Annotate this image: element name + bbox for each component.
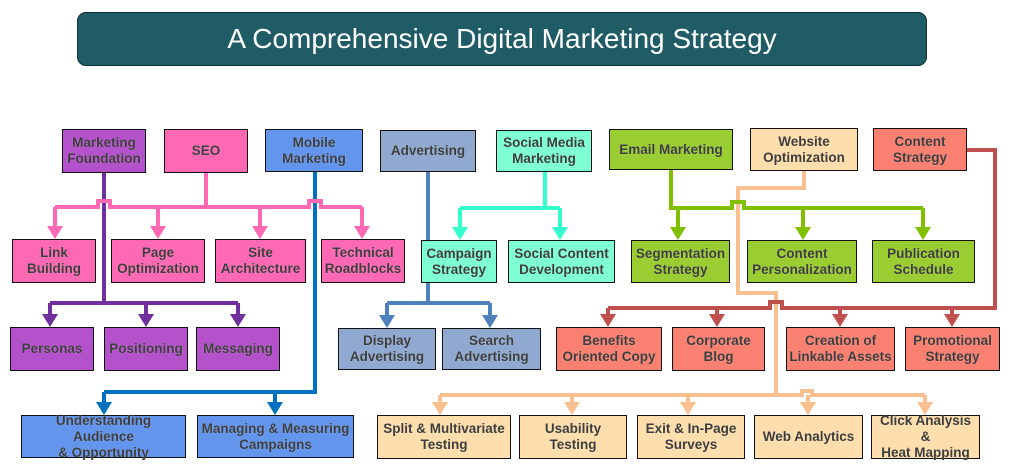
arrowhead-icon [42, 314, 58, 327]
arrowhead-icon [709, 314, 725, 327]
item-box-understanding-audience[interactable]: Understanding Audience & Opportunity [21, 413, 186, 460]
item-box-site-architecture[interactable]: Site Architecture [215, 239, 306, 283]
arrowhead-icon [354, 226, 370, 239]
category-box-content-strategy[interactable]: Content Strategy [873, 128, 967, 171]
item-box-positioning[interactable]: Positioning [104, 327, 188, 371]
item-box-promotional-strategy[interactable]: Promotional Strategy [905, 327, 1000, 371]
item-box-personas[interactable]: Personas [10, 327, 94, 371]
item-box-link-building[interactable]: Link Building [12, 239, 96, 283]
arrowhead-icon [379, 315, 395, 328]
item-box-web-analytics[interactable]: Web Analytics [754, 415, 863, 459]
arrowhead-icon [552, 227, 568, 240]
item-box-technical-roadblocks[interactable]: Technical Roadblocks [321, 239, 405, 283]
arrowhead-icon [47, 226, 63, 239]
item-box-social-content-development[interactable]: Social Content Development [508, 240, 615, 283]
advertising-connector [387, 172, 490, 305]
category-box-social-media-marketing[interactable]: Social Media Marketing [496, 130, 592, 172]
social-media-connector [460, 172, 560, 210]
content-strategy-connector [608, 148, 997, 310]
arrowhead-icon [452, 227, 468, 240]
category-box-seo[interactable]: SEO [164, 129, 248, 173]
arrowhead-icon [600, 314, 616, 327]
arrowhead-icon [915, 227, 931, 240]
arrowhead-icon [230, 314, 246, 327]
arrowhead-icon [252, 226, 268, 239]
item-box-corporate-blog[interactable]: Corporate Blog [672, 327, 765, 371]
mobile-marketing-connector [104, 172, 317, 394]
website-optimization-connector [440, 171, 925, 397]
item-box-managing-measuring-campaigns[interactable]: Managing & Measuring Campaigns [197, 415, 354, 458]
arrowhead-icon [832, 314, 848, 327]
arrowhead-icon [800, 402, 816, 415]
arrowhead-icon [917, 402, 933, 415]
category-box-advertising[interactable]: Advertising [380, 130, 476, 172]
arrowhead-icon [680, 402, 696, 415]
arrowhead-icon [944, 314, 960, 327]
category-box-mobile-marketing[interactable]: Mobile Marketing [265, 129, 363, 172]
arrowhead-icon [267, 402, 283, 415]
arrowhead-icon [482, 315, 498, 328]
arrowhead-icon [138, 314, 154, 327]
item-box-page-optimization[interactable]: Page Optimization [111, 239, 205, 283]
item-box-split-multivariate-testing[interactable]: Split & Multivariate Testing [377, 415, 511, 459]
seo-connector [55, 173, 362, 209]
item-box-exit-inpage-surveys[interactable]: Exit & In-Page Surveys [637, 415, 745, 459]
item-box-content-personalization[interactable]: Content Personalization [747, 240, 857, 283]
marketing-foundation-connector [50, 173, 238, 305]
item-box-search-advertising[interactable]: Search Advertising [442, 328, 541, 370]
arrowhead-icon [150, 226, 166, 239]
item-box-usability-testing[interactable]: Usability Testing [519, 415, 627, 459]
arrowhead-icon [670, 227, 686, 240]
arrowhead-icon [795, 227, 811, 240]
arrowhead-icon [564, 402, 580, 415]
arrowhead-icon [96, 402, 112, 415]
email-marketing-connector [669, 170, 923, 210]
item-box-display-advertising[interactable]: Display Advertising [338, 328, 436, 370]
arrowhead-icon [432, 402, 448, 415]
category-box-website-optimization[interactable]: Website Optimization [750, 128, 858, 171]
item-box-campaign-strategy[interactable]: Campaign Strategy [421, 240, 497, 283]
category-box-marketing-foundation[interactable]: Marketing Foundation [62, 129, 146, 173]
category-box-email-marketing[interactable]: Email Marketing [609, 129, 733, 170]
item-box-click-analysis-heat-mapping[interactable]: Click Analysis & Heat Mapping [871, 413, 980, 460]
item-box-messaging[interactable]: Messaging [196, 327, 280, 371]
item-box-benefits-oriented-copy[interactable]: Benefits Oriented Copy [556, 327, 662, 371]
diagram-title: A Comprehensive Digital Marketing Strate… [77, 12, 927, 66]
item-box-publication-schedule[interactable]: Publication Schedule [872, 240, 975, 283]
item-box-creation-of-linkable-assets[interactable]: Creation of Linkable Assets [786, 327, 895, 371]
item-box-segmentation-strategy[interactable]: Segmentation Strategy [631, 240, 730, 283]
